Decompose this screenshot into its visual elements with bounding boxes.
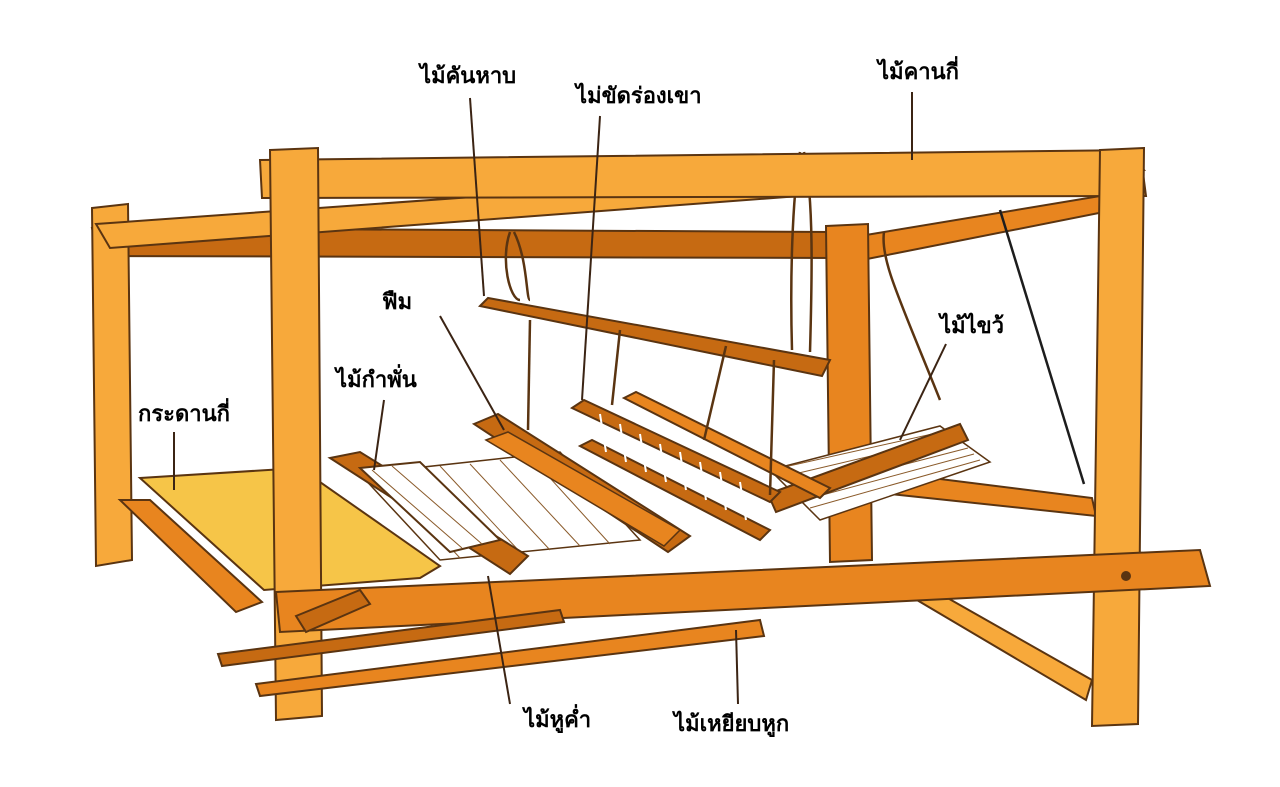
left-lower-brace [294,588,372,634]
treadle-back [216,608,566,668]
heddle-strings [599,413,747,521]
label-mai-khai-wai: ไม้ไขว้ [940,314,1005,339]
board-base-left [117,499,264,614]
treadle-front [254,618,766,698]
front-left-post [268,146,324,722]
shoulder-pole [477,296,832,378]
front-bottom-beam [274,548,1212,634]
back-left-post [90,202,134,568]
label-mai-kam-phan: ไม้กำพั่น [336,368,417,393]
label-fuem: ฟืม [382,290,413,315]
label-mai-khat-rong-khao: ไม่ขัดร่องเขา [576,84,702,109]
back-right-top-rail [846,194,1106,264]
right-diagonal-brace [896,586,1094,702]
reed-beater-lower [484,431,682,547]
leader-lines [173,92,947,705]
loom-top-beam-right [258,148,1148,200]
treadles [216,608,766,698]
leader-mai-hu-kha [487,575,511,705]
cloth-beam [327,450,530,576]
leader-mai-hiab-hu-kok [735,629,739,705]
front-right-post [1090,146,1146,728]
label-kradan-ki: กระดานกี่ [138,402,230,427]
leader-mai-kam-phan [373,399,385,471]
label-mai-kan-hab: ไม้คันหาบ [420,64,517,89]
leader-mai-khai-wai [899,343,947,441]
beam-peg [1121,571,1131,581]
heddle-bar-bottom [577,438,772,542]
leader-mai-khat-rong-khao [581,115,601,401]
label-mai-hu-kha: ไม้หูค่ำ [524,708,592,733]
heddle-bar-top [569,398,782,504]
leader-mai-kan-hab [469,97,485,297]
label-mai-hiab-hu-kok: ไม้เหยียบหูก [674,712,790,737]
heddle-set [569,398,782,542]
leader-fuem [439,315,505,431]
lease-rod [621,390,832,500]
label-mai-kan-ki: ไม้คานกี่ [878,60,959,85]
